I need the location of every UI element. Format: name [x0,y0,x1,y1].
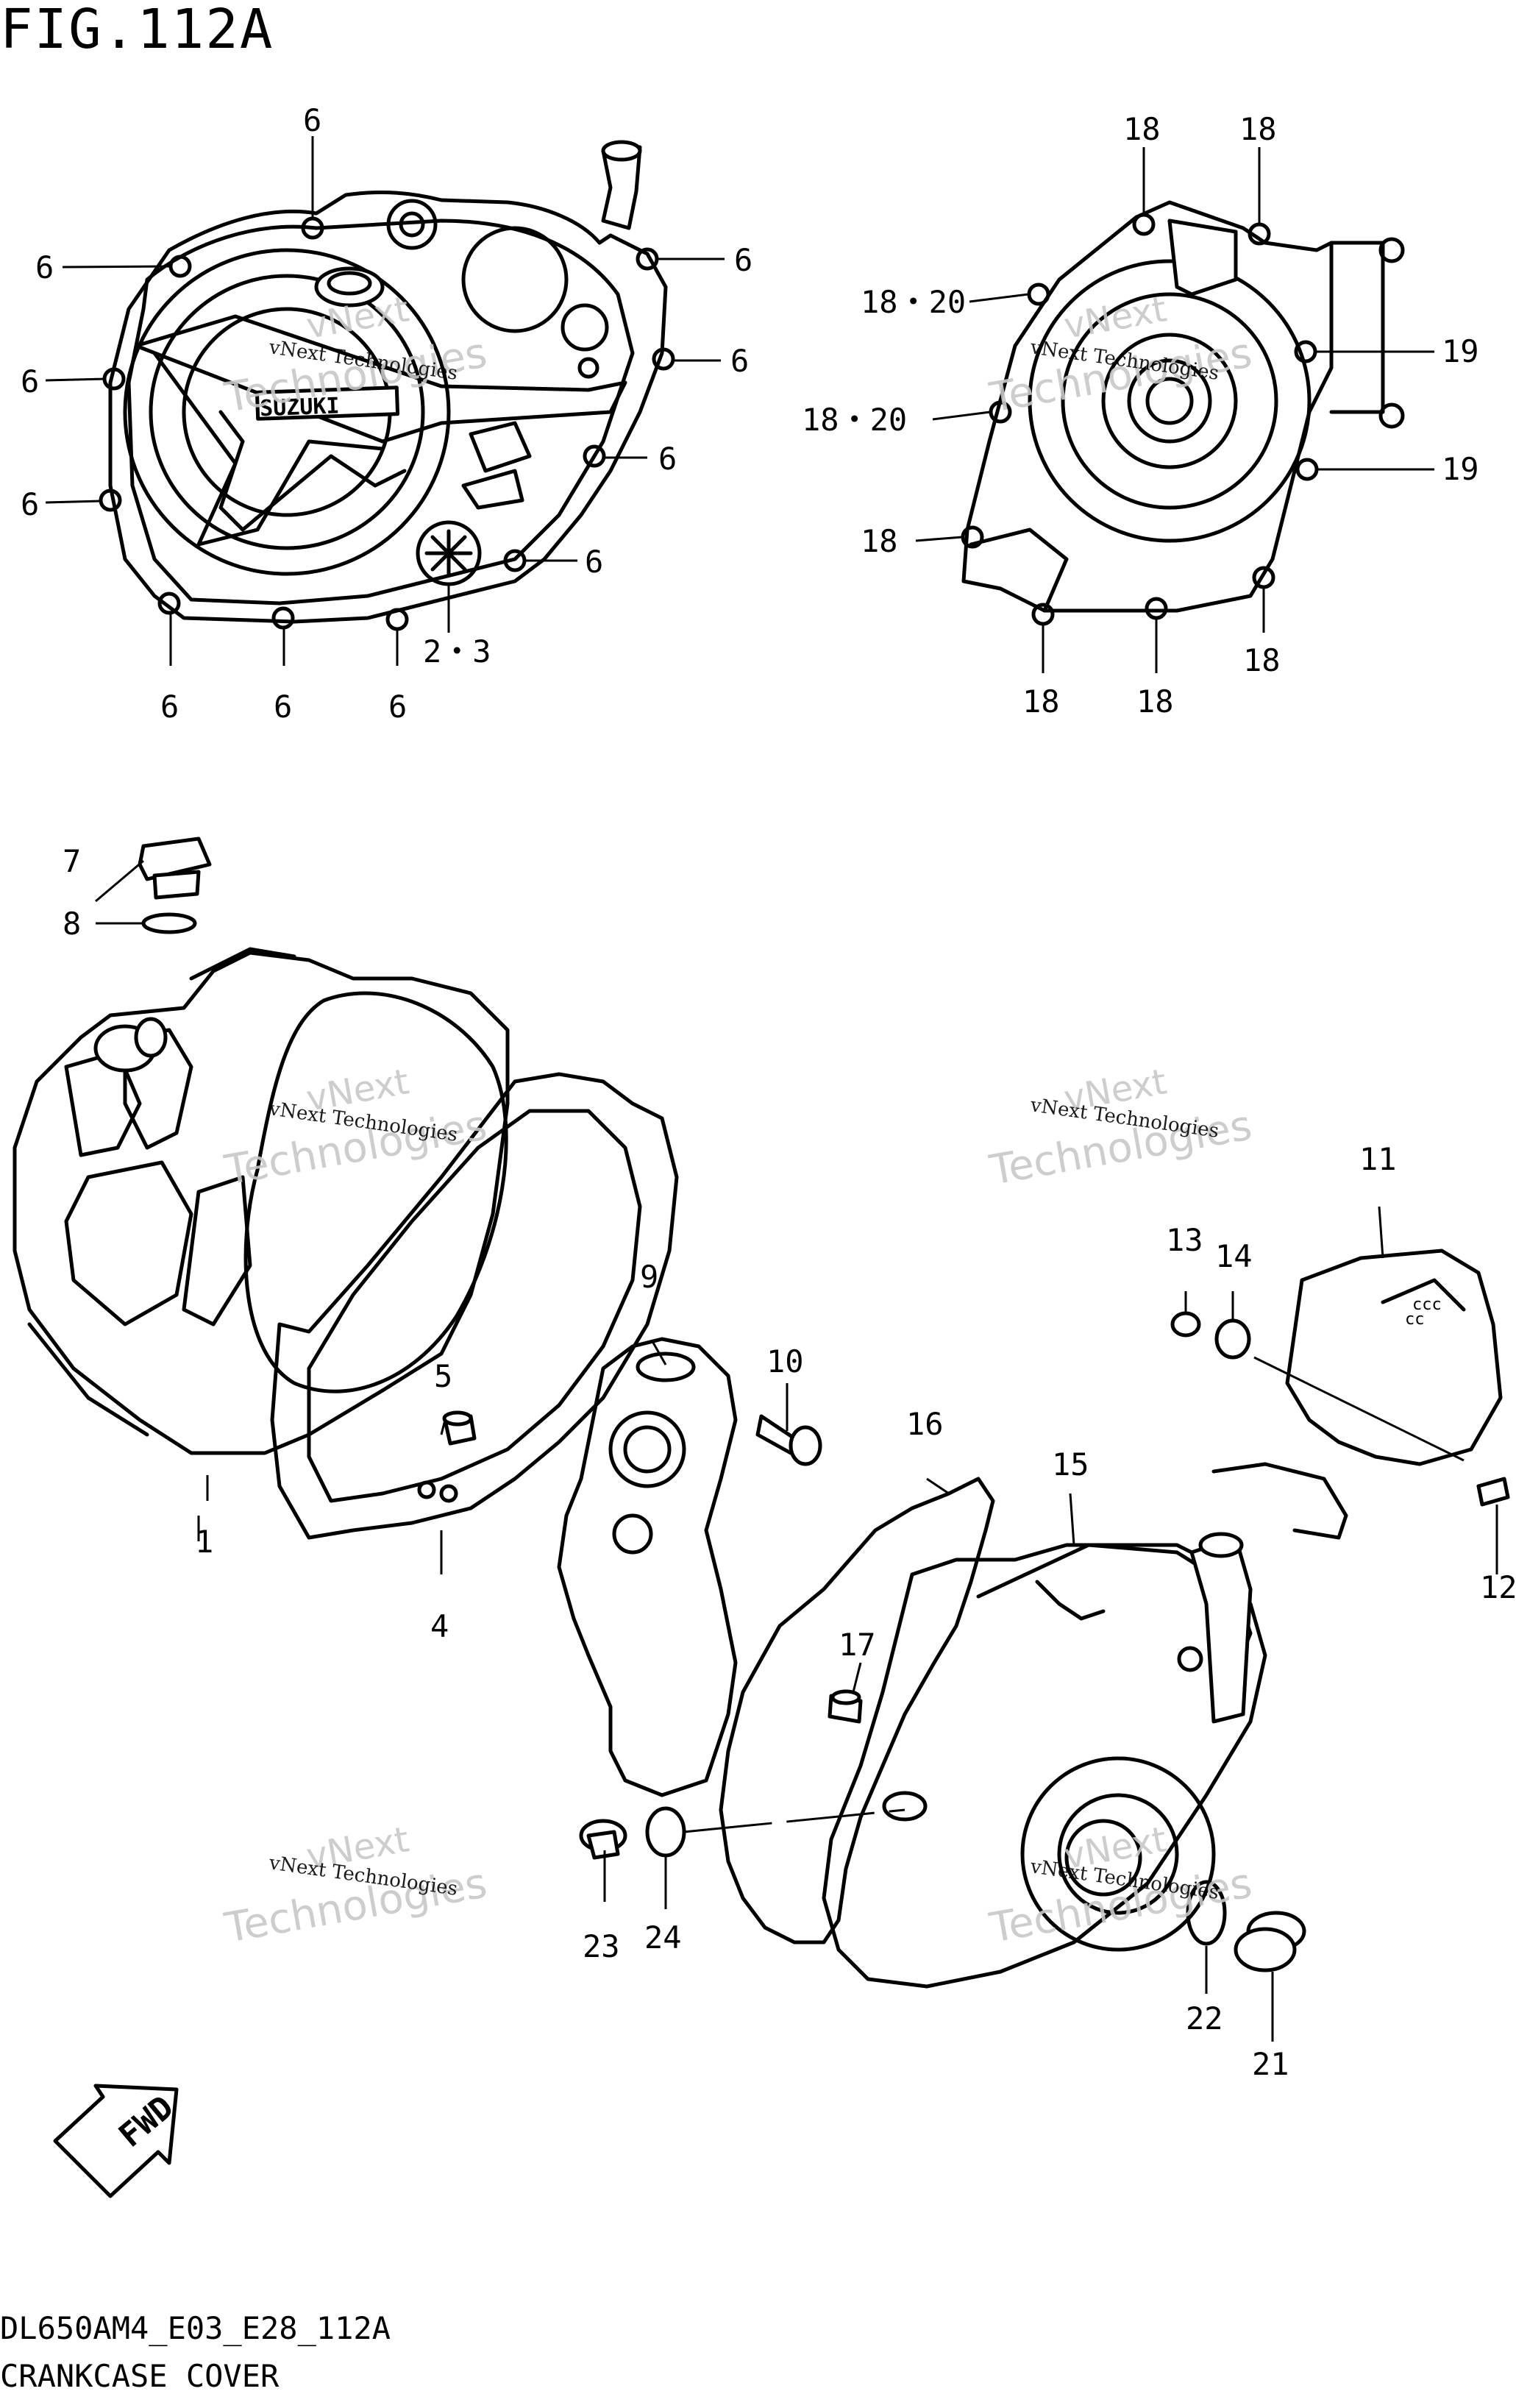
callout-6: 6 [730,343,749,379]
bolt-10-drawing [755,1414,822,1466]
callout-6: 6 [585,544,603,580]
callout-6: 6 [160,689,179,725]
callout-16: 16 [906,1406,944,1442]
callout-6: 6 [274,689,292,725]
leader-lines [45,136,1498,2042]
callout-8: 8 [63,906,81,942]
washer-13-drawing [1170,1311,1201,1338]
callout-6: 6 [35,249,54,285]
o-ring-22-drawing [1186,1880,1227,1946]
gasket-9-drawing [557,1337,738,1797]
callout-10: 10 [766,1343,804,1379]
figure-code: DL650AM4_E03_E28_112A [0,2310,391,2346]
callout-6: 6 [21,363,39,399]
callout-7: 7 [63,843,81,879]
callout-11: 11 [1359,1141,1397,1177]
callout-6: 6 [658,441,677,477]
callout-18-20: 18・20 [861,284,966,320]
plug-23-drawing [579,1819,627,1860]
dowel-pin-drawing [442,1410,477,1446]
o-ring-24-drawing [645,1806,686,1858]
svg-text:ccc: ccc [1412,1296,1442,1314]
callout-17: 17 [839,1627,876,1663]
callout-18: 18 [1243,642,1281,678]
clutch-cover-drawing [99,140,675,631]
figure-title: FIG.112A [0,0,274,61]
callout-2-3: 2・3 [423,633,491,670]
callout-9: 9 [640,1259,658,1295]
callout-6: 6 [21,486,39,522]
callout-15: 15 [1052,1446,1089,1482]
callout-18: 18 [1022,683,1060,720]
callout-18: 18 [1239,111,1277,147]
plug-21-drawing [1234,1911,1306,1972]
callout-19: 19 [1442,451,1479,487]
callout-12: 12 [1480,1569,1516,1605]
callout-18: 18 [1123,111,1161,147]
generator-cover-drawing [961,200,1405,626]
callout-6: 6 [388,689,407,725]
callout-6: 6 [303,102,321,138]
gasket-drawing [270,1072,679,1540]
callout-1: 1 [195,1524,213,1560]
dowel-pin-17-end [830,1689,861,1705]
callout-6: 6 [734,242,752,278]
crankcase-drawing [13,947,510,1455]
callout-4: 4 [430,1608,449,1644]
callout-14: 14 [1215,1238,1253,1274]
plug-alignment-line [683,1808,905,1833]
callout-5: 5 [434,1358,452,1394]
brand-logo: SUZUKI [260,393,341,422]
screw-12-drawing [1476,1477,1510,1507]
callout-18-20: 18・20 [802,402,907,438]
sprocket-guard-drawing: ccc cc [1211,1249,1503,1540]
callout-18: 18 [1136,683,1174,720]
svg-text:cc: cc [1405,1310,1425,1329]
callout-21: 21 [1252,2046,1289,2082]
figure-name: CRANKCASE COVER [0,2358,280,2394]
watermarks: Technologies vNext vNext Technologies Te… [221,288,1256,1953]
callout-24: 24 [644,1919,682,1956]
fwd-direction-arrow: FWD [53,2084,181,2198]
callout-18: 18 [861,523,898,559]
callout-23: 23 [583,1928,620,1964]
callout-13: 13 [1166,1222,1203,1258]
callout-19: 19 [1442,333,1479,369]
callout-22: 22 [1186,2000,1223,2036]
bush-14-drawing [1214,1318,1251,1360]
callouts: 6 6 6 6 6 6 6 2・3 6 6 6 6 18 18 18・20 18… [21,102,1516,2082]
filler-cap-drawing [138,837,212,934]
